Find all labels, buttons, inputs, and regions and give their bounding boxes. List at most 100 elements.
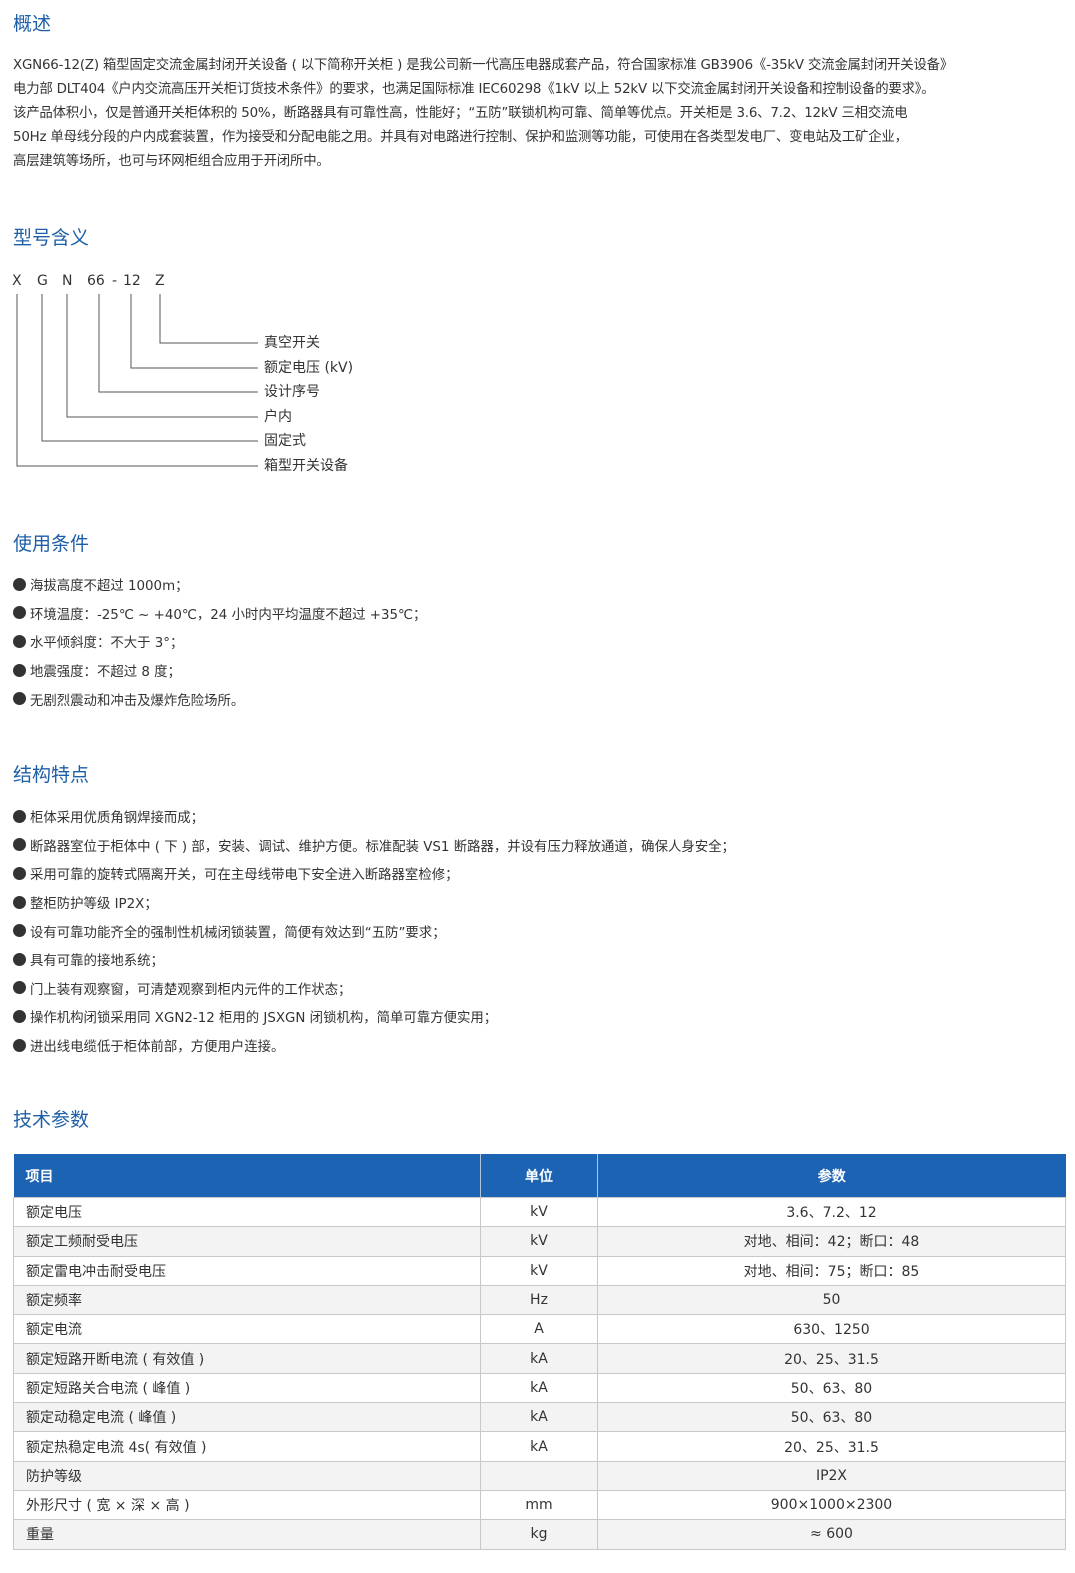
- table-cell: 外形尺寸 ( 宽 × 深 × 高 ): [13, 1489, 481, 1521]
- table-cell: 额定电流: [13, 1314, 481, 1345]
- model-code-letter: G: [37, 273, 48, 289]
- bullet-icon: [13, 606, 26, 620]
- overview-line: 50Hz 单母线分段的户内成套装置，作为接受和分配电能之用。并具有对电路进行控制…: [13, 130, 908, 145]
- table-cell: kg: [480, 1519, 598, 1550]
- specs-heading: 技术参数: [13, 1109, 90, 1131]
- connector-line-box-type: [16, 294, 258, 467]
- list-item: 进出线电缆低于柜体前部，方便用户连接。: [13, 1031, 735, 1060]
- table-cell: 额定短路开断电流 ( 有效值 ): [13, 1343, 481, 1374]
- table-cell: A: [480, 1314, 598, 1345]
- table-row: 重量 kg ≈ 600: [13, 1519, 1066, 1550]
- model-label-vacuum-switch: 真空开关: [264, 335, 320, 351]
- table-cell: Hz: [480, 1284, 598, 1316]
- features-list: 柜体采用优质角钢焊接而成； 断路器室位于柜体中 ( 下 ) 部，安装、调试、维护…: [13, 802, 735, 1059]
- specs-table: 项目 单位 参数 额定电压 kV 3.6、7.2、12 额定工频耐受电压 kV …: [13, 1154, 1066, 1550]
- model-label-box-type: 箱型开关设备: [264, 458, 348, 474]
- table-cell: [480, 1460, 598, 1491]
- table-cell: 额定频率: [13, 1284, 481, 1316]
- connector-line-design-number: [98, 294, 258, 393]
- table-row: 防护等级 IP2X: [13, 1460, 1066, 1491]
- table-row: 额定电流 A 630、1250: [13, 1314, 1066, 1345]
- table-cell: 防护等级: [13, 1460, 481, 1491]
- column-header-unit: 单位: [480, 1154, 598, 1198]
- table-cell: 额定工频耐受电压: [13, 1226, 481, 1257]
- list-item: 无剧烈震动和冲击及爆炸危险场所。: [13, 684, 426, 713]
- table-cell: kV: [480, 1255, 598, 1286]
- model-label-design-number: 设计序号: [264, 384, 320, 400]
- table-cell: 900×1000×2300: [597, 1489, 1066, 1521]
- bullet-icon: [13, 809, 26, 823]
- model-heading: 型号含义: [13, 227, 90, 249]
- bullet-icon: [13, 692, 26, 706]
- overview-line: 该产品体积小，仅是普通开关柜体积的 50%，断路器具有可靠性高，性能好；“五防”…: [13, 106, 908, 121]
- list-item: 海拔高度不超过 1000m；: [13, 570, 426, 599]
- model-code-number: 12: [123, 273, 141, 289]
- column-header-item: 项目: [13, 1154, 481, 1198]
- bullet-icon: [13, 838, 26, 852]
- table-cell: 对地、相间：42；断口：48: [597, 1226, 1066, 1257]
- list-item: 操作机构闭锁采用同 XGN2-12 柜用的 JSXGN 闭锁机构，简单可靠方便实…: [13, 1002, 735, 1031]
- table-cell: kA: [480, 1372, 598, 1404]
- connector-line-fixed: [41, 294, 258, 442]
- table-cell: ≈ 600: [597, 1519, 1066, 1550]
- bullet-icon: [13, 577, 26, 591]
- table-cell: 额定短路关合电流 ( 峰值 ): [13, 1372, 481, 1404]
- overview-paragraph: XGN66-12(Z) 箱型固定交流金属封闭开关设备 ( 以下简称开关柜 ) 是…: [13, 54, 1071, 174]
- table-row: 外形尺寸 ( 宽 × 深 × 高 ) mm 900×1000×2300: [13, 1489, 1066, 1521]
- table-cell: mm: [480, 1489, 598, 1521]
- model-label-fixed: 固定式: [264, 433, 306, 449]
- table-row: 额定热稳定电流 4s( 有效值 ) kA 20、25、31.5: [13, 1431, 1066, 1462]
- list-item: 具有可靠的接地系统；: [13, 945, 735, 974]
- list-item: 采用可靠的旋转式隔离开关，可在主母线带电下安全进入断路器室检修；: [13, 859, 735, 888]
- connector-line-vacuum-switch: [159, 294, 258, 344]
- overview-line: XGN66-12(Z) 箱型固定交流金属封闭开关设备 ( 以下简称开关柜 ) 是…: [13, 58, 954, 73]
- bullet-icon: [13, 981, 26, 995]
- bullet-icon: [13, 1038, 26, 1052]
- table-cell: 20、25、31.5: [597, 1343, 1066, 1374]
- table-row: 额定电压 kV 3.6、7.2、12: [13, 1196, 1066, 1228]
- list-item: 地震强度：不超过 8 度；: [13, 656, 426, 685]
- table-cell: kV: [480, 1196, 598, 1228]
- table-cell: 630、1250: [597, 1314, 1066, 1345]
- bullet-icon: [13, 952, 26, 966]
- list-item: 整柜防护等级 IP2X；: [13, 888, 735, 917]
- table-cell: 额定动稳定电流 ( 峰值 ): [13, 1402, 481, 1433]
- model-code-letter: X: [12, 273, 22, 289]
- table-cell: 额定电压: [13, 1196, 481, 1228]
- overview-heading: 概述: [13, 13, 52, 35]
- list-item: 水平倾斜度：不大于 3°；: [13, 627, 426, 656]
- model-code-letter: Z: [155, 273, 165, 289]
- table-cell: kA: [480, 1343, 598, 1374]
- connector-line-rated-voltage: [130, 294, 258, 369]
- table-cell: 额定热稳定电流 4s( 有效值 ): [13, 1431, 481, 1462]
- table-cell: 对地、相间：75；断口：85: [597, 1255, 1066, 1286]
- list-item: 断路器室位于柜体中 ( 下 ) 部，安装、调试、维护方便。标准配装 VS1 断路…: [13, 831, 735, 860]
- table-cell: 3.6、7.2、12: [597, 1196, 1066, 1228]
- connector-line-indoor: [66, 294, 258, 418]
- bullet-icon: [13, 634, 26, 648]
- table-row: 额定频率 Hz 50: [13, 1284, 1066, 1316]
- bullet-icon: [13, 663, 26, 677]
- table-cell: kA: [480, 1402, 598, 1433]
- table-cell: IP2X: [597, 1460, 1066, 1491]
- bullet-icon: [13, 924, 26, 938]
- table-cell: 额定雷电冲击耐受电压: [13, 1255, 481, 1286]
- table-cell: 50、63、80: [597, 1372, 1066, 1404]
- table-cell: 50、63、80: [597, 1402, 1066, 1433]
- table-cell: 重量: [13, 1519, 481, 1550]
- table-row: 额定雷电冲击耐受电压 kV 对地、相间：75；断口：85: [13, 1255, 1066, 1286]
- conditions-heading: 使用条件: [13, 533, 90, 555]
- model-connector-lines: [16, 294, 258, 467]
- table-row: 额定工频耐受电压 kV 对地、相间：42；断口：48: [13, 1226, 1066, 1257]
- model-code-separator: -: [112, 273, 118, 289]
- features-heading: 结构特点: [13, 764, 90, 786]
- overview-line: 高层建筑等场所，也可与环网柜组合应用于开闭所中。: [13, 154, 330, 169]
- table-cell: 50: [597, 1284, 1066, 1316]
- bullet-icon: [13, 895, 26, 909]
- bullet-icon: [13, 866, 26, 880]
- list-item: 柜体采用优质角钢焊接而成；: [13, 802, 735, 831]
- bullet-icon: [13, 1009, 26, 1023]
- model-code-letter: N: [62, 273, 73, 289]
- table-row: 额定短路关合电流 ( 峰值 ) kA 50、63、80: [13, 1372, 1066, 1404]
- list-item: 门上装有观察窗，可清楚观察到柜内元件的工作状态；: [13, 974, 735, 1003]
